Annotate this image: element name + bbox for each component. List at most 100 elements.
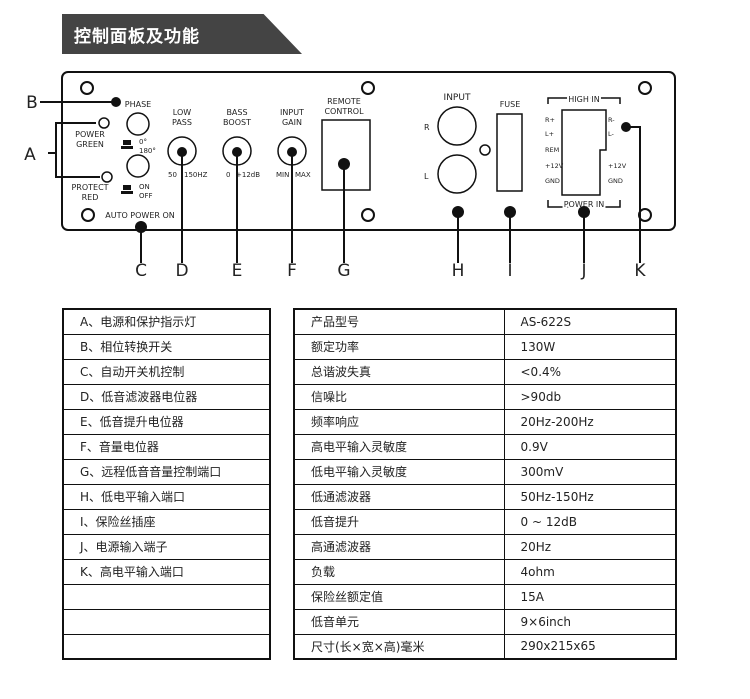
- function-cell: E、低音提升电位器: [62, 408, 271, 435]
- input-label: INPUT: [444, 93, 471, 103]
- remote-label-2: CONTROL: [324, 107, 364, 116]
- function-cell: J、电源输入端子: [62, 533, 271, 560]
- control-panel-diagram: POWER GREEN PROTECT RED PHASE 0° 180° ON…: [24, 71, 676, 280]
- function-cell: [62, 608, 271, 635]
- spec-label-cell: 低音单元: [293, 608, 505, 635]
- low-pass-max-label: 150HZ: [184, 171, 208, 179]
- table-row: K、高电平输入端口: [62, 558, 271, 585]
- table-row: [62, 608, 271, 635]
- spec-value-cell: AS-622S: [503, 308, 677, 335]
- callout-letters: A B C D E F G H I J K: [24, 93, 646, 280]
- function-cell: I、保险丝插座: [62, 508, 271, 535]
- spec-label-cell: 负载: [293, 558, 505, 585]
- function-cell: [62, 633, 271, 660]
- rca-right-icon: [437, 106, 477, 146]
- spec-label-cell: 低电平输入灵敏度: [293, 458, 505, 485]
- table-row: F、音量电位器: [62, 433, 271, 460]
- terminal-l-minus: L-: [608, 130, 615, 138]
- letter-i: I: [507, 261, 512, 280]
- spec-label-cell: 频率响应: [293, 408, 505, 435]
- screw-icon: [81, 208, 95, 222]
- switch-base-icon: [121, 191, 133, 194]
- auto-power-switch-icon: [126, 154, 150, 178]
- screw-icon: [361, 81, 375, 95]
- bass-boost-label-2: BOOST: [223, 118, 251, 127]
- switch-base-icon: [121, 146, 133, 149]
- fuse-holder-icon: [496, 113, 523, 192]
- screw-icon: [638, 81, 652, 95]
- spec-label-cell: 尺寸(长×宽×高)毫米: [293, 633, 505, 660]
- letter-j: J: [580, 261, 586, 280]
- power-green-label-1: POWER: [75, 130, 105, 139]
- table-row: [62, 633, 271, 660]
- bass-boost-label-1: BASS: [226, 108, 247, 117]
- spec-value-cell: 130W: [503, 333, 677, 360]
- spec-value-cell: 0 ~ 12dB: [503, 508, 677, 535]
- spec-value-cell: 15A: [503, 583, 677, 610]
- spec-label-cell: 高通滤波器: [293, 533, 505, 560]
- rca-left-icon: [437, 154, 477, 194]
- banner-background: [62, 14, 302, 54]
- function-cell: G、远程低音音量控制端口: [62, 458, 271, 485]
- auto-off-label: OFF: [139, 192, 153, 200]
- spec-label-cell: 高电平输入灵敏度: [293, 433, 505, 460]
- switch-pos-icon: [123, 185, 131, 190]
- letter-k: K: [634, 261, 646, 280]
- letter-b: B: [26, 93, 38, 113]
- phase-label: PHASE: [125, 100, 151, 109]
- table-row: 总谐波失真<0.4%: [293, 358, 677, 385]
- terminal-gnd: GND: [545, 177, 560, 185]
- input-gain-label-2: GAIN: [282, 118, 302, 127]
- letter-d: D: [175, 261, 188, 280]
- function-cell: K、高电平输入端口: [62, 558, 271, 585]
- spec-label-cell: 信噪比: [293, 383, 505, 410]
- switch-pos-icon: [123, 140, 131, 145]
- high-in-label: HIGH IN: [568, 95, 599, 104]
- low-pass-label-1: LOW: [173, 108, 191, 117]
- letter-f: F: [287, 261, 297, 280]
- spec-label-cell: 产品型号: [293, 308, 505, 335]
- auto-on-label: ON: [139, 183, 150, 191]
- terminal-r-plus: R+: [545, 116, 555, 124]
- bass-max-label: +12dB: [236, 171, 260, 179]
- input-gain-label-1: INPUT: [280, 108, 304, 117]
- protect-red-label-1: PROTECT: [71, 183, 108, 192]
- table-row: A、电源和保护指示灯: [62, 308, 271, 335]
- remote-label-1: REMOTE: [327, 97, 361, 106]
- spec-value-cell: 9×6inch: [503, 608, 677, 635]
- spec-label-cell: 保险丝额定值: [293, 583, 505, 610]
- ground-screw-icon: [479, 144, 491, 156]
- terminal-l-plus: L+: [545, 130, 554, 138]
- gain-max-label: MAX: [295, 171, 311, 179]
- function-cell: H、低电平输入端口: [62, 483, 271, 510]
- spec-label-cell: 低通滤波器: [293, 483, 505, 510]
- spec-label-cell: 低音提升: [293, 508, 505, 535]
- spec-value-cell: >90db: [503, 383, 677, 410]
- callout-dots: [111, 97, 631, 233]
- function-cell: [62, 583, 271, 610]
- function-cell: B、相位转换开关: [62, 333, 271, 360]
- spec-label-cell: 总谐波失真: [293, 358, 505, 385]
- letter-a: A: [24, 145, 36, 165]
- spec-value-cell: 290x215x65: [503, 633, 677, 660]
- spec-value-cell: 50Hz-150Hz: [503, 483, 677, 510]
- spec-value-cell: 300mV: [503, 458, 677, 485]
- terminal-12v-right: +12V: [608, 162, 627, 170]
- power-in-label: POWER IN: [564, 200, 605, 209]
- terminal-r-minus: R-: [608, 116, 615, 124]
- function-cell: C、自动开关机控制: [62, 358, 271, 385]
- fuse-label: FUSE: [500, 100, 521, 109]
- gain-min-label: MIN: [276, 171, 289, 179]
- function-cell: A、电源和保护指示灯: [62, 308, 271, 335]
- table-row: 信噪比>90db: [293, 383, 677, 410]
- letter-h: H: [452, 261, 465, 280]
